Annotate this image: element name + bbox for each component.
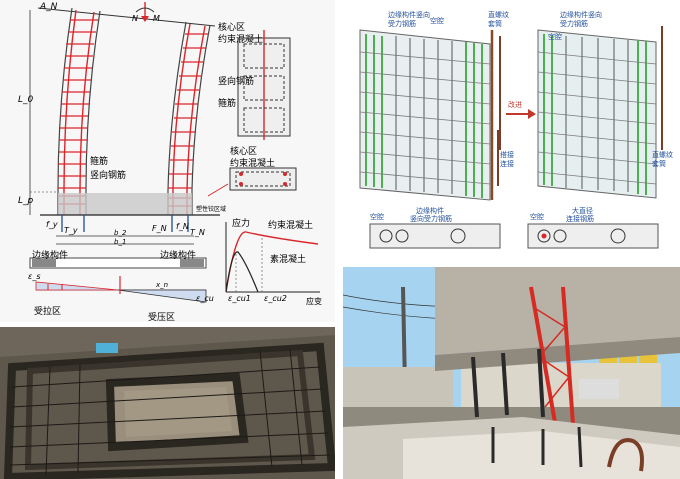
fn2-label: f_N bbox=[176, 222, 189, 231]
xn-label: x_n bbox=[156, 281, 169, 289]
improve-label: 改进 bbox=[508, 101, 522, 109]
eps-cu1-label: ε_cu1 bbox=[228, 294, 251, 303]
plain-curve-label: 素混凝土 bbox=[270, 255, 307, 265]
hollow-left-label: 空腔 bbox=[430, 17, 444, 25]
rebar-cage-diagram: 边缘构件竖向 受力钢筋 空腔 直螺纹 套筒 搭接 连接 改进 边缘构件竖向 受力… bbox=[340, 0, 680, 255]
core-zone-label: 核心区 bbox=[218, 23, 246, 33]
strain-label: 应变 bbox=[306, 297, 322, 306]
b2-label: b_2 bbox=[114, 229, 127, 237]
threaded-sleeve-right-label-2: 套筒 bbox=[652, 160, 666, 168]
boundary-right-label: 边缘构件 bbox=[160, 251, 197, 261]
eps-s-label: ε_s bbox=[28, 272, 41, 281]
tension-zone-label: 受拉区 bbox=[34, 307, 62, 317]
eps-cu-label: ε_cu bbox=[196, 294, 214, 303]
construction-site-photo bbox=[343, 267, 680, 479]
eps-cu2-label: ε_cu2 bbox=[264, 294, 287, 303]
wall-mechanics-diagram: A_N L_0 L_p N M 核心区 约束混凝土 竖向钢筋 箍筋 箍筋 竖向钢… bbox=[0, 0, 335, 322]
lp-label: L_p bbox=[18, 196, 34, 206]
stirrup-label: 箍筋 bbox=[218, 99, 237, 109]
right-top-label-2: 受力钢筋 bbox=[560, 20, 588, 28]
section-hollow-left-label: 空腔 bbox=[370, 213, 384, 221]
section-boundary-left-label-2: 竖向受力钢筋 bbox=[410, 215, 452, 223]
stress-label: 应力 bbox=[232, 219, 251, 229]
confined-concrete-label-2: 约束混凝土 bbox=[230, 159, 276, 169]
m-label: M bbox=[153, 14, 160, 23]
threaded-sleeve-label-1: 直螺纹 bbox=[488, 11, 509, 19]
left-top-label-1: 边缘构件竖向 bbox=[388, 11, 430, 19]
confined-curve-label: 约束混凝土 bbox=[268, 221, 314, 231]
tn-label: T_N bbox=[190, 228, 205, 237]
compression-zone-label: 受压区 bbox=[148, 313, 176, 322]
vertical-bar-label-2: 竖向钢筋 bbox=[90, 171, 127, 181]
vertical-bar-label: 竖向钢筋 bbox=[218, 77, 255, 87]
fn-label: F_N bbox=[152, 224, 167, 233]
section-boundary-left-label-1: 边缘构件 bbox=[416, 207, 444, 215]
b1-label: b_1 bbox=[114, 238, 127, 246]
fy-label: f_y bbox=[46, 220, 58, 229]
stirrup-label-2: 箍筋 bbox=[90, 157, 109, 167]
section-large-dia-label-1: 大直径 bbox=[572, 207, 593, 215]
threaded-sleeve-right-label-1: 直螺纹 bbox=[652, 151, 673, 159]
confined-concrete-label: 约束混凝土 bbox=[218, 35, 264, 45]
lap-splice-label-2: 连接 bbox=[500, 160, 514, 168]
n-label: N bbox=[132, 14, 138, 23]
threaded-sleeve-label-2: 套筒 bbox=[488, 20, 502, 28]
left-top-label-2: 受力钢筋 bbox=[388, 20, 416, 28]
plastic-zone-label: 塑性铰区域 bbox=[196, 206, 227, 213]
boundary-left-label: 边缘构件 bbox=[32, 251, 69, 261]
core-zone-label-2: 核心区 bbox=[230, 147, 258, 157]
right-top-label-1: 边缘构件竖向 bbox=[560, 11, 602, 19]
lap-splice-label-1: 搭接 bbox=[500, 151, 514, 159]
section-hollow-right-label: 空腔 bbox=[530, 213, 544, 221]
foundation-rebar-photo bbox=[0, 327, 335, 479]
hollow-right-label: 空腔 bbox=[548, 33, 562, 41]
an-label: A_N bbox=[40, 2, 58, 12]
l0-label: L_0 bbox=[18, 95, 34, 105]
section-large-dia-label-2: 连接钢筋 bbox=[566, 215, 594, 223]
ty-label: T_y bbox=[64, 226, 78, 235]
